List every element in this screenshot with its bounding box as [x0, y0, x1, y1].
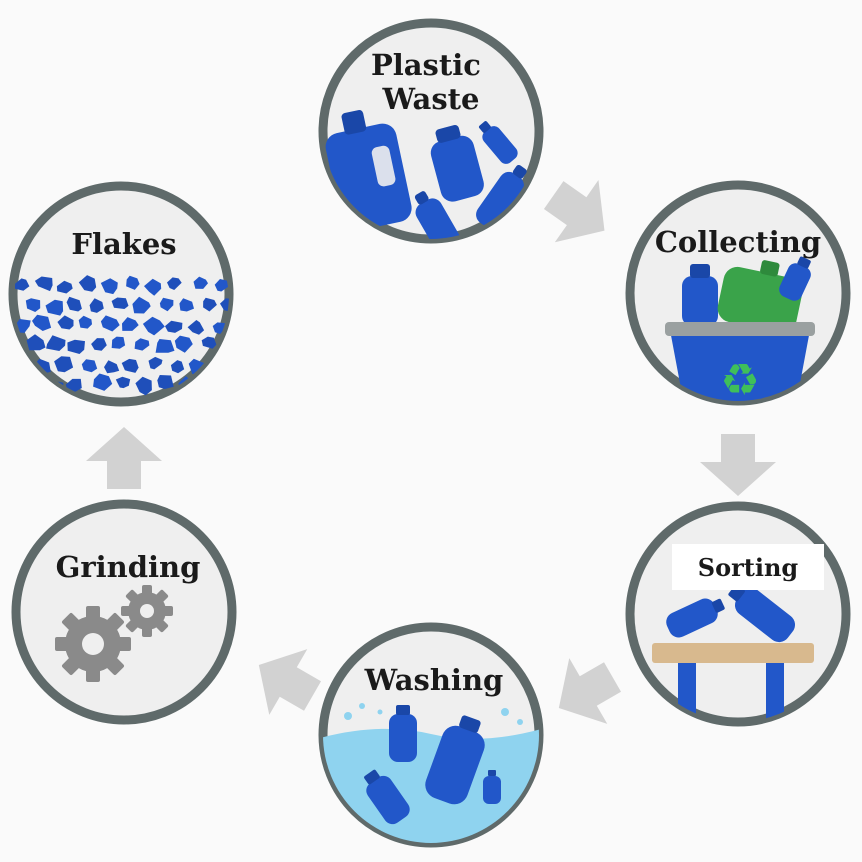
flake: [201, 336, 217, 349]
flake: [223, 335, 229, 352]
stage-label: Sorting: [698, 553, 799, 582]
sorting-table-icon: [652, 584, 814, 722]
arrow-collecting-to-sorting: [700, 434, 776, 496]
stage-label: Grinding: [56, 550, 201, 584]
stage-grinding: Grinding: [11, 499, 237, 725]
flake: [220, 298, 229, 312]
flake: [15, 278, 30, 291]
washing-water-icon: [323, 703, 539, 843]
stage-label: Flakes: [71, 227, 176, 261]
flake: [111, 336, 126, 349]
flake: [13, 354, 30, 370]
flake: [104, 360, 120, 374]
stage-label-line: Waste: [381, 82, 479, 116]
flake: [135, 376, 152, 396]
stage-label-line: Sorting: [698, 553, 799, 582]
plastic-flakes-icon: [13, 275, 229, 396]
flake: [100, 278, 118, 295]
stage-sorting: Sorting: [625, 501, 851, 727]
stage-label: Plastic Waste: [371, 48, 491, 116]
flake: [170, 360, 185, 374]
stage-label-line: Collecting: [655, 225, 821, 259]
stage-disc: [8, 181, 234, 407]
flow-arrows: [86, 180, 776, 724]
flake: [45, 299, 64, 316]
flake: [66, 296, 82, 312]
flake: [148, 356, 163, 370]
stage-flakes: Flakes: [8, 181, 234, 407]
flake: [15, 319, 31, 333]
flake: [187, 320, 205, 335]
flake: [179, 298, 194, 312]
flake: [91, 338, 107, 351]
stage-washing: Washing: [318, 622, 544, 848]
flake: [122, 317, 139, 331]
flake: [220, 376, 229, 394]
flake: [134, 338, 150, 351]
flake: [174, 335, 193, 353]
arrow-grinding-to-flakes: [86, 427, 162, 489]
flake: [203, 297, 217, 312]
flake: [142, 316, 165, 336]
flake: [213, 359, 228, 372]
gears-icon: [55, 585, 173, 682]
stage-label-line: Grinding: [56, 550, 201, 584]
flake: [121, 358, 139, 373]
flake: [67, 339, 85, 354]
flake: [214, 279, 228, 292]
stage-plastic-waste: Plastic Waste: [318, 18, 544, 244]
flake: [165, 320, 183, 333]
flake: [32, 314, 52, 331]
stage-collecting: ♻ Collecting: [625, 180, 851, 406]
recycle-icon: ♻: [720, 355, 759, 406]
arrow-sorting-to-washing: [558, 658, 622, 724]
flake: [155, 339, 175, 353]
flake: [81, 359, 98, 373]
flake: [25, 298, 41, 312]
flake: [167, 277, 182, 290]
flake: [115, 376, 131, 389]
collection-bin-icon: ♻: [665, 256, 815, 406]
flake: [202, 379, 220, 394]
flake: [54, 356, 74, 373]
flake: [34, 276, 53, 292]
flake: [193, 276, 208, 289]
stage-label-line: Plastic: [371, 48, 481, 82]
arrow-washing-to-grinding: [258, 649, 322, 715]
flake: [132, 296, 151, 314]
flake: [26, 334, 46, 351]
stage-disc: [625, 501, 851, 727]
flake: [144, 278, 162, 296]
flake: [159, 297, 174, 312]
stage-label-line: Washing: [364, 663, 504, 697]
flake: [212, 322, 226, 334]
flake: [57, 315, 74, 330]
flake: [28, 379, 43, 393]
flake: [157, 375, 174, 389]
flake: [46, 335, 66, 351]
flake: [56, 280, 73, 294]
flake: [126, 275, 140, 290]
sorting-label-plate: [672, 544, 824, 590]
stage-label: Collecting: [655, 225, 821, 259]
flake: [78, 315, 92, 329]
flake: [111, 297, 129, 309]
arrow-waste-to-collecting: [543, 180, 605, 243]
flake: [93, 373, 113, 391]
flake: [100, 315, 120, 332]
flake: [78, 275, 97, 292]
flake: [89, 298, 104, 313]
stage-label: Washing: [364, 663, 504, 697]
stage-label-line: Flakes: [71, 227, 176, 261]
